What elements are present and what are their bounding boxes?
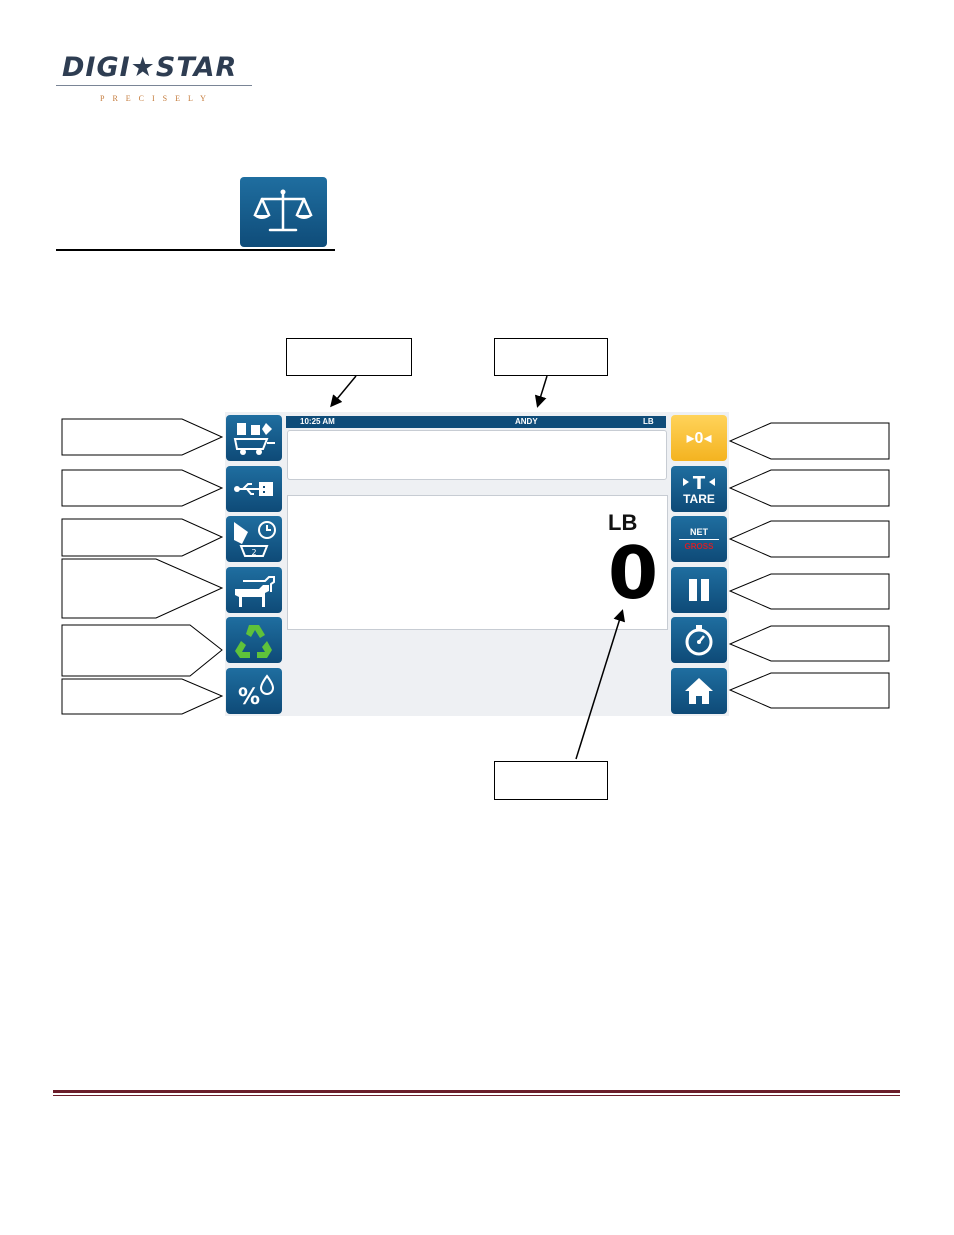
logo-divider bbox=[56, 85, 252, 86]
home-icon bbox=[685, 678, 713, 704]
logo-text: DIGI★STAR bbox=[62, 52, 238, 83]
usb-button[interactable] bbox=[226, 466, 282, 512]
callout-left-6 bbox=[61, 678, 224, 715]
net-gross-button[interactable]: NET GROSS bbox=[671, 516, 727, 562]
status-bar: 10:25 AM ANDY LB bbox=[286, 416, 666, 428]
svg-text:2: 2 bbox=[251, 548, 256, 557]
callout-weight bbox=[494, 761, 608, 800]
pause-button[interactable] bbox=[671, 567, 727, 613]
tare-icon: T bbox=[683, 473, 715, 492]
pause-icon bbox=[689, 579, 709, 601]
status-time: 10:25 AM bbox=[300, 417, 335, 426]
scale-icon bbox=[240, 177, 327, 247]
timer-button[interactable] bbox=[671, 617, 727, 663]
moisture-button[interactable]: % bbox=[226, 668, 282, 714]
info-panel bbox=[287, 430, 667, 480]
footer-rule bbox=[53, 1090, 900, 1093]
tare-button[interactable]: T TARE bbox=[671, 466, 727, 512]
status-unit: LB bbox=[643, 417, 654, 426]
svg-text:T: T bbox=[693, 473, 706, 492]
svg-text:%: % bbox=[238, 685, 260, 710]
callout-right-4 bbox=[728, 573, 890, 610]
pens-button[interactable] bbox=[226, 567, 282, 613]
arrow-weight bbox=[575, 609, 626, 760]
weight-panel bbox=[287, 495, 668, 630]
usb-icon bbox=[234, 482, 273, 496]
recycle-icon bbox=[235, 625, 272, 658]
arrow-user bbox=[534, 375, 548, 408]
ration-timer-icon: 2 bbox=[234, 521, 276, 557]
callout-user bbox=[494, 338, 608, 376]
callout-left-1 bbox=[61, 418, 224, 456]
feed-wagon-button[interactable] bbox=[226, 415, 282, 461]
callout-right-1 bbox=[728, 422, 890, 460]
home-button[interactable] bbox=[671, 668, 727, 714]
gross-label: GROSS bbox=[684, 542, 714, 551]
callout-left-5 bbox=[61, 624, 223, 677]
percent-moisture-icon: % bbox=[238, 674, 275, 710]
weight-value: 0 bbox=[608, 531, 659, 615]
recycle-button[interactable] bbox=[226, 617, 282, 663]
callout-right-3 bbox=[728, 520, 890, 558]
arrow-time bbox=[330, 375, 357, 408]
feed-wagon-icon bbox=[233, 423, 275, 455]
tare-label: TARE bbox=[683, 492, 715, 506]
digistar-logo: DIGI★STAR PRECISELY bbox=[56, 52, 252, 106]
footer-rule-thin bbox=[53, 1095, 900, 1096]
callout-left-2 bbox=[61, 469, 224, 507]
callout-right-6 bbox=[728, 672, 890, 709]
zero-button[interactable]: ▸0◂ bbox=[671, 415, 727, 461]
zero-label: ▸0◂ bbox=[686, 430, 712, 447]
net-label: NET bbox=[690, 527, 708, 537]
callout-right-5 bbox=[728, 625, 890, 662]
stopwatch-icon bbox=[685, 625, 713, 656]
heading-underline bbox=[56, 249, 335, 251]
status-user: ANDY bbox=[515, 417, 538, 426]
logo-tagline: PRECISELY bbox=[100, 94, 214, 103]
callout-left-4 bbox=[61, 558, 224, 619]
ration-timer-button[interactable]: 2 bbox=[226, 516, 282, 562]
net-gross-divider bbox=[679, 539, 719, 540]
weight-unit: LB bbox=[608, 510, 638, 535]
callout-right-2 bbox=[728, 469, 890, 507]
callout-left-3 bbox=[61, 518, 224, 557]
cattle-icon bbox=[235, 576, 275, 607]
callout-time bbox=[286, 338, 412, 376]
